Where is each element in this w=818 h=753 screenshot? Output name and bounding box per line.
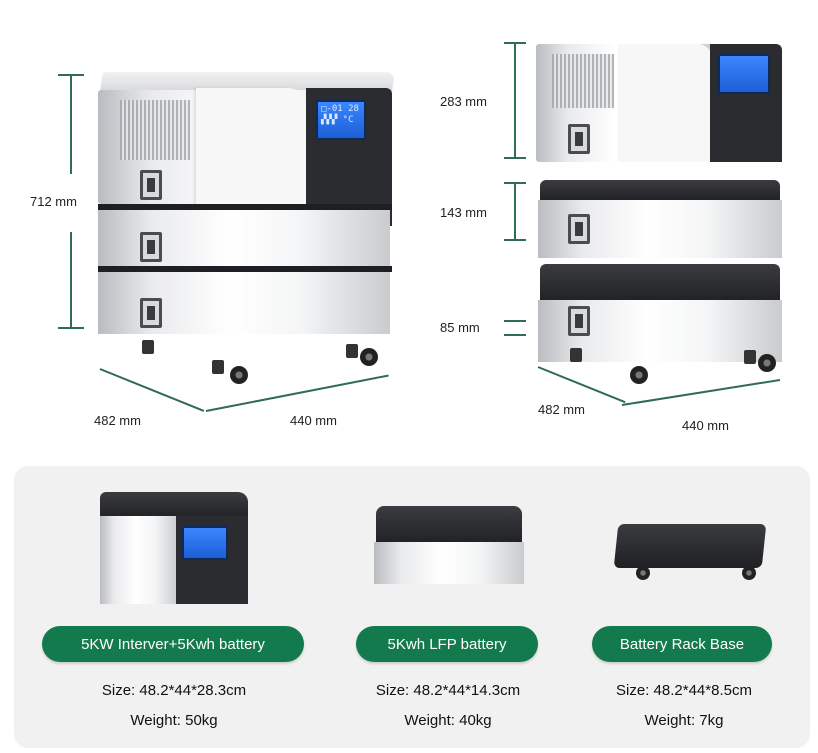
width-dim-line xyxy=(621,378,781,406)
leveling-foot xyxy=(142,340,154,354)
thumb-top xyxy=(613,524,767,568)
inverter-front-panel xyxy=(196,88,306,206)
product-weight-battery: Weight: 40kg xyxy=(404,712,492,729)
wheel-icon xyxy=(758,354,776,372)
base-top xyxy=(540,264,780,304)
product-label-base[interactable]: Battery Rack Base xyxy=(592,626,772,662)
product-size-inverter: Size: 48.2*44*28.3cm xyxy=(101,682,247,699)
handle-icon[interactable] xyxy=(568,124,590,154)
inverter-front-panel xyxy=(618,44,712,162)
dim-line-lower xyxy=(70,232,72,328)
thumb-front xyxy=(374,542,524,584)
lcd-line-2: ▞▞▞ °C xyxy=(321,115,354,125)
battery-height-label: 143 mm xyxy=(440,205,487,220)
dim-cap xyxy=(504,157,526,159)
depth-label: 482 mm xyxy=(94,413,141,428)
vent-grille xyxy=(120,100,190,160)
width-label: 440 mm xyxy=(290,413,337,428)
leveling-foot xyxy=(744,350,756,364)
wheel-icon xyxy=(630,366,648,384)
width-label: 440 mm xyxy=(682,418,729,433)
dim-cap xyxy=(504,320,526,322)
product-weight-base: Weight: 7kg xyxy=(644,712,724,729)
product-size-base: Size: 48.2*44*8.5cm xyxy=(616,682,752,699)
battery-top xyxy=(540,180,780,202)
lcd-display-icon: □-01 28 ▞▞▞ °C xyxy=(316,100,366,140)
wheel-icon xyxy=(230,366,248,384)
product-label-inverter[interactable]: 5KW Interver+5Kwh battery xyxy=(42,626,304,662)
dim-line-inverter xyxy=(514,42,516,158)
wheel-icon xyxy=(636,566,650,580)
depth-dim-line xyxy=(99,368,205,412)
dim-cap-bottom xyxy=(58,327,84,329)
leveling-foot xyxy=(346,344,358,358)
lcd-line-1: □-01 28 xyxy=(321,104,359,114)
product-weight-inverter: Weight: 50kg xyxy=(130,712,218,729)
thumb-front xyxy=(100,516,178,604)
dim-cap xyxy=(504,239,526,241)
handle-icon[interactable] xyxy=(568,306,590,336)
product-size-battery: Size: 48.2*44*14.3cm xyxy=(375,682,521,699)
lcd-display-icon xyxy=(718,54,770,94)
wheel-icon xyxy=(360,348,378,366)
leveling-foot xyxy=(570,348,582,362)
depth-dim-line xyxy=(537,366,626,404)
handle-icon[interactable] xyxy=(568,214,590,244)
handle-icon[interactable] xyxy=(140,232,162,262)
product-label-battery[interactable]: 5Kwh LFP battery xyxy=(356,626,538,662)
leveling-foot xyxy=(212,360,224,374)
module-seam-1 xyxy=(98,204,392,210)
vent-grille xyxy=(552,54,614,108)
dim-line-battery xyxy=(514,182,516,240)
depth-label: 482 mm xyxy=(538,402,585,417)
thumb-top xyxy=(100,492,248,520)
module-seam-2 xyxy=(98,266,392,272)
lcd-display-icon xyxy=(182,526,228,560)
handle-icon[interactable] xyxy=(140,298,162,328)
dim-line-upper xyxy=(70,74,72,174)
inverter-height-label: 283 mm xyxy=(440,94,487,109)
wheel-icon xyxy=(742,566,756,580)
base-height-label: 85 mm xyxy=(440,320,480,335)
thumb-top xyxy=(376,506,522,546)
handle-icon[interactable] xyxy=(140,170,162,200)
height-label: 712 mm xyxy=(30,194,77,209)
dim-cap xyxy=(504,334,526,336)
